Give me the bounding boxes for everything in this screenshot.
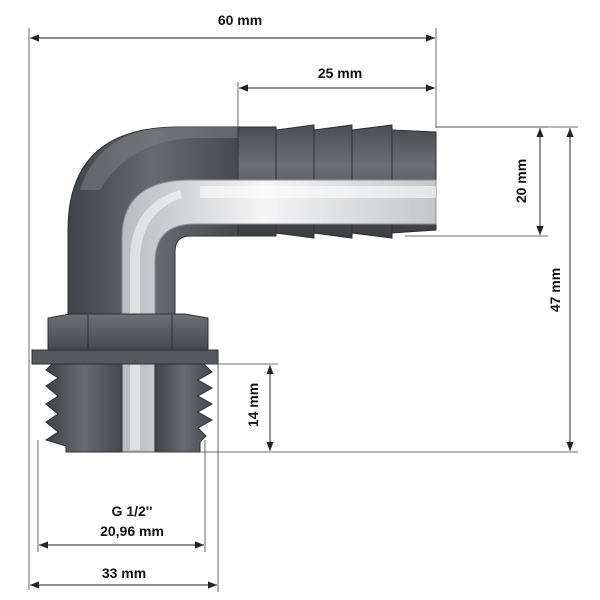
label-barb-length: 25 mm — [318, 65, 362, 81]
label-barb-diameter: 20 mm — [513, 159, 529, 203]
elbow-top-shade — [80, 127, 240, 190]
thread-right — [154, 363, 214, 453]
dimension-labels: 60 mm 25 mm 20 mm 47 mm 14 mm G 1/2'' 20… — [100, 12, 563, 581]
dimension-annotations — [28, 28, 578, 592]
bore-horizontal-shine — [200, 186, 436, 198]
thread-left — [44, 363, 123, 453]
label-overall-height: 47 mm — [547, 268, 563, 312]
label-base-width: 33 mm — [102, 565, 146, 581]
flange — [31, 349, 219, 365]
label-thread-diameter: 20,96 mm — [100, 523, 164, 539]
fitting-body — [31, 124, 437, 453]
bore-vertical-shine — [130, 190, 182, 450]
label-thread-length: 14 mm — [245, 383, 261, 427]
label-thread-name: G 1/2'' — [112, 503, 153, 519]
hex-nut — [47, 313, 209, 351]
label-overall-width: 60 mm — [218, 12, 262, 28]
